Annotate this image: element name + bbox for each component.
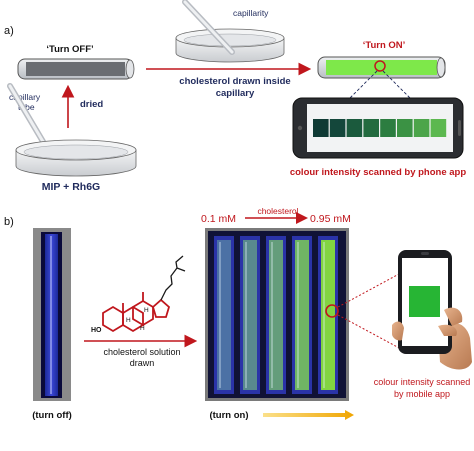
zoom-line-left — [349, 70, 378, 99]
capillary-tube-label-line1: capillary — [9, 92, 41, 102]
capillarity-label: capillarity — [233, 8, 269, 18]
phone-app-caption: colour intensity scanned by phone app — [290, 167, 466, 178]
scan-spot-marker-b — [325, 304, 339, 318]
scan-spot-marker — [374, 60, 386, 72]
conc-high: 0.95 mM — [310, 213, 351, 225]
turn-off-caption: (turn off) — [32, 410, 72, 421]
capillary-fill — [295, 240, 309, 390]
molecule-ho: HO — [91, 327, 102, 334]
molecule-h3: H — [140, 325, 145, 332]
cholesterol-molecule — [102, 255, 186, 333]
turn-off-capillary-photo — [33, 228, 71, 401]
turn-off-label: ‘Turn OFF’ — [46, 44, 93, 55]
cholesterol-drawn-line2: capillary — [216, 88, 255, 99]
colour-swatch-strip — [313, 119, 447, 137]
zoom-line-right — [382, 70, 411, 99]
cholesterol-drawn-line1: cholesterol drawn inside — [179, 76, 290, 87]
mip-petri-dish — [7, 83, 137, 177]
cholesterol-label: cholesterol — [257, 206, 298, 216]
capillary-fill — [217, 240, 231, 390]
intensity-arrow — [263, 410, 354, 420]
colour-swatch — [329, 119, 346, 137]
colour-swatch — [430, 119, 447, 137]
cholesterol-petri-dish — [175, 0, 285, 63]
colour-swatch — [313, 119, 329, 137]
turn-on-caption: (turn on) — [209, 410, 248, 421]
colour-swatch — [363, 119, 379, 137]
turn-on-label: ‘Turn ON’ — [363, 40, 406, 51]
solution-caption-line2: drawn — [130, 358, 155, 368]
colour-swatch — [346, 119, 363, 137]
turn-on-tube — [317, 56, 446, 79]
conc-low: 0.1 mM — [201, 213, 236, 225]
hand-holding-phone — [392, 250, 472, 370]
capillary-fill — [269, 240, 283, 390]
colour-swatch — [413, 119, 430, 137]
mip-rh6g-label: MIP + Rh6G — [42, 181, 100, 193]
solution-caption-line1: cholesterol solution — [103, 347, 180, 357]
turn-off-tube — [17, 58, 135, 80]
phone-screen-green — [409, 286, 440, 317]
dried-label: dried — [80, 99, 103, 110]
zoom-line-top — [337, 273, 400, 308]
capillary-series — [214, 236, 338, 394]
mobile-caption-line1: colour intensity scanned — [374, 377, 471, 387]
mobile-caption-line2: by mobile app — [394, 389, 450, 399]
panel-b-label: b) — [4, 216, 14, 228]
colour-swatch — [397, 119, 413, 137]
capillary-tube-label-line2: tube — [18, 102, 35, 112]
colour-swatch — [380, 119, 396, 137]
capillary-fill — [243, 240, 257, 390]
molecule-h2: H — [144, 307, 149, 314]
molecule-h1: H — [126, 317, 131, 324]
panel-a-label: a) — [4, 25, 14, 37]
